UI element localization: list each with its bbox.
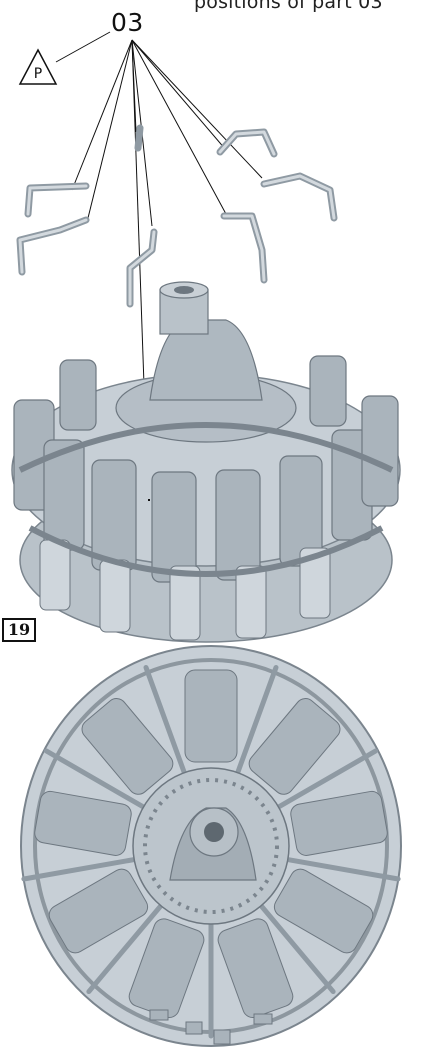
paint-triangle-icon: P: [18, 48, 58, 85]
part-leader-lines: [71, 39, 263, 501]
instruction-caption: positions of part 03: [194, 0, 383, 13]
part-number-label: 03: [111, 8, 144, 37]
step-number-box: 19: [2, 618, 36, 642]
engine-side-view: [11, 281, 401, 643]
engine-top-view: [20, 645, 402, 1047]
pipe-parts: [16, 124, 338, 308]
paint-code-text: P: [34, 66, 42, 82]
leader-paint: [55, 31, 111, 63]
